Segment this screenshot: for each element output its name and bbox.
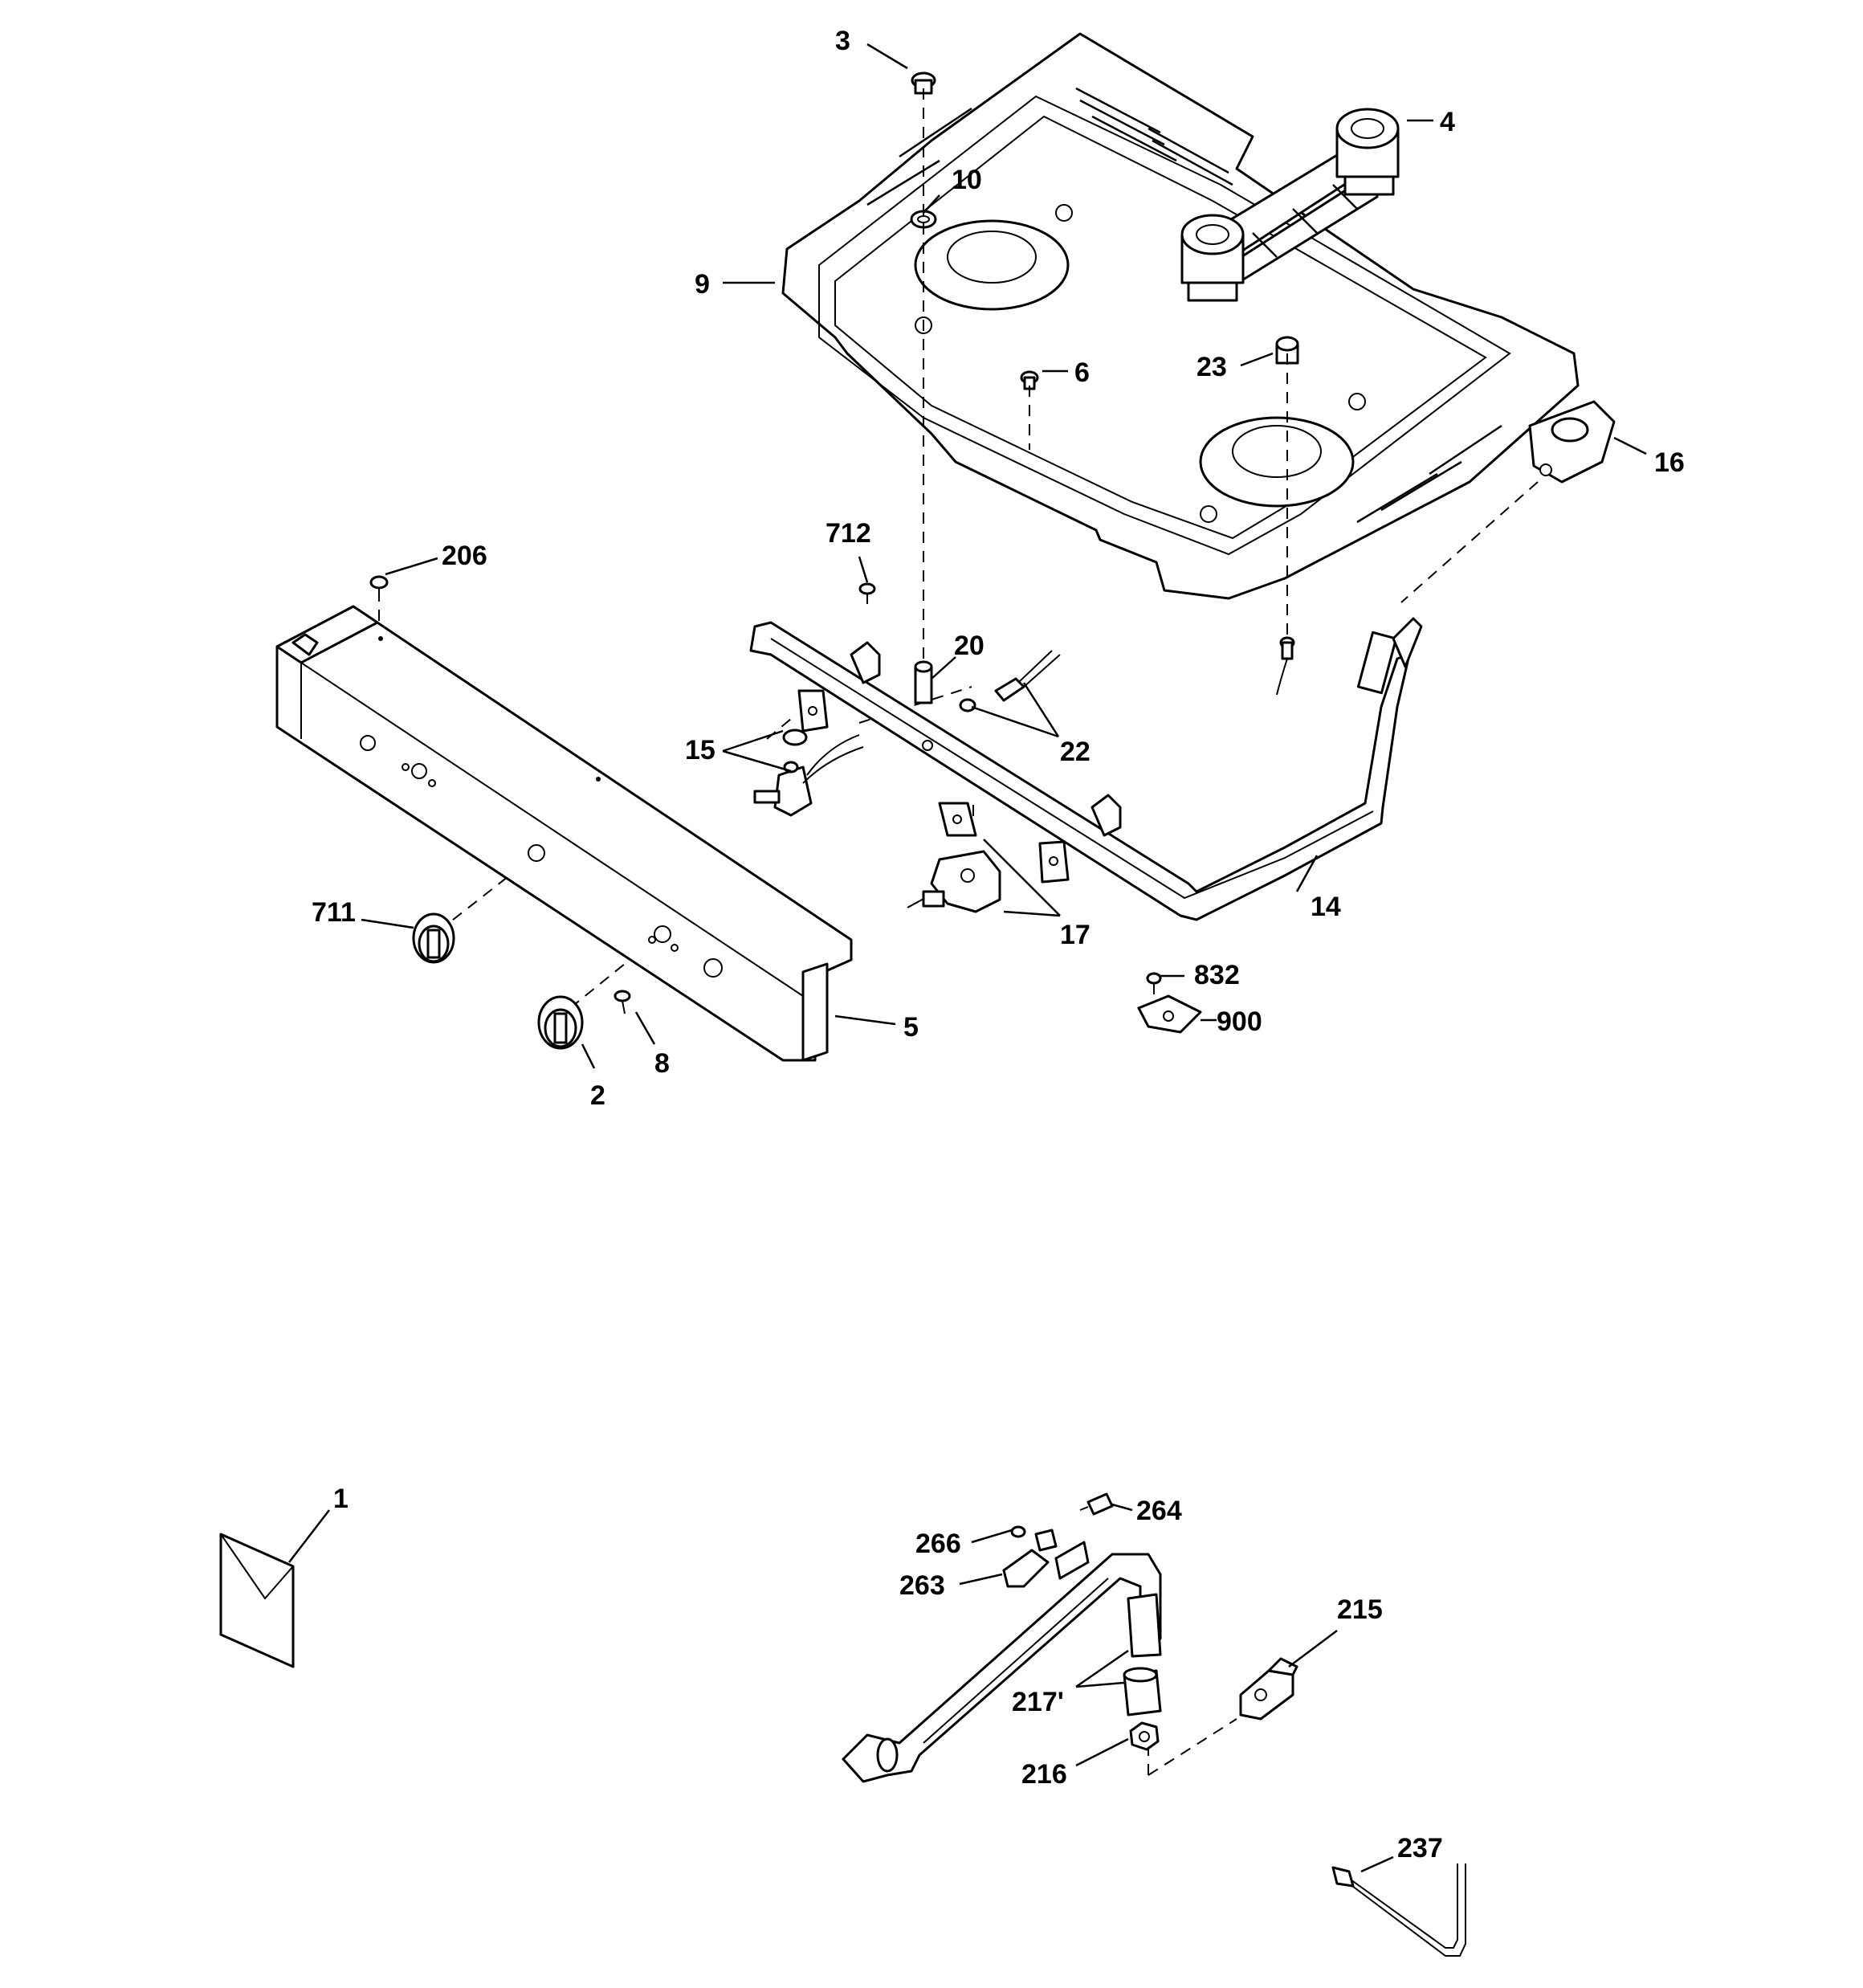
burner-pad-right bbox=[1199, 416, 1355, 508]
screw-3 bbox=[911, 71, 936, 95]
callout-4: 4 bbox=[1440, 107, 1455, 137]
callout-215: 215 bbox=[1337, 1594, 1383, 1625]
center-lines bbox=[378, 88, 1539, 1776]
connector-264 bbox=[1079, 1492, 1114, 1516]
callout-712: 712 bbox=[826, 518, 871, 549]
tube-237 bbox=[1331, 1863, 1466, 1957]
screw-266 bbox=[1010, 1525, 1026, 1538]
callout-206: 206 bbox=[442, 541, 487, 571]
screw-206 bbox=[369, 575, 389, 598]
knob-2 bbox=[537, 995, 584, 1050]
callout-711: 711 bbox=[312, 897, 356, 928]
callout-217: 217' bbox=[1012, 1687, 1064, 1717]
bracket-right bbox=[1038, 840, 1070, 884]
callout-263: 263 bbox=[899, 1570, 945, 1601]
callout-1: 1 bbox=[333, 1484, 349, 1514]
callout-22: 22 bbox=[1060, 737, 1090, 767]
callout-2: 2 bbox=[590, 1080, 605, 1111]
callouts: 3 4 10 9 6 23 16 712 206 20 15 22 17 14 … bbox=[312, 26, 1685, 1863]
callout-9: 9 bbox=[695, 269, 710, 300]
nut-216 bbox=[1129, 1721, 1160, 1751]
burner-pad-left bbox=[914, 219, 1070, 311]
callout-14: 14 bbox=[1311, 892, 1341, 922]
ignitor-263 bbox=[1002, 1529, 1058, 1588]
fitting-left-pan bbox=[1276, 636, 1295, 696]
manifold-14 bbox=[749, 617, 1423, 921]
callout-16: 16 bbox=[1654, 447, 1685, 478]
callout-264: 264 bbox=[1136, 1496, 1182, 1526]
callout-23: 23 bbox=[1196, 352, 1227, 382]
screw-8 bbox=[614, 990, 631, 1014]
callout-237: 237 bbox=[1397, 1833, 1443, 1863]
bracket-left bbox=[797, 689, 829, 733]
clip-900 bbox=[1137, 994, 1202, 1034]
screw-712 bbox=[858, 582, 876, 604]
callout-216: 216 bbox=[1021, 1759, 1067, 1790]
callout-17: 17 bbox=[1060, 920, 1090, 950]
callout-266: 266 bbox=[915, 1529, 961, 1559]
callout-832: 832 bbox=[1194, 960, 1240, 990]
valve-17 bbox=[907, 850, 1001, 913]
leader-lines bbox=[288, 43, 1647, 1873]
screw-832 bbox=[1146, 972, 1162, 994]
callout-20: 20 bbox=[954, 631, 984, 661]
oven-burner-217 bbox=[842, 1541, 1162, 1783]
knob-711 bbox=[412, 912, 455, 964]
callout-3: 3 bbox=[835, 26, 850, 56]
burner-box-pan bbox=[781, 32, 1580, 600]
callout-10: 10 bbox=[952, 165, 982, 195]
burner-assembly bbox=[1180, 108, 1400, 302]
bracket-215 bbox=[1239, 1657, 1298, 1721]
literature-envelope-1 bbox=[219, 1533, 295, 1668]
control-panel-5 bbox=[275, 605, 853, 1062]
bracket-17-top bbox=[938, 802, 977, 837]
callout-8: 8 bbox=[654, 1048, 670, 1079]
bracket-16 bbox=[1528, 400, 1616, 484]
mixer-217-lower bbox=[1123, 1667, 1162, 1717]
screw-6 bbox=[1020, 370, 1039, 390]
electrode-22 bbox=[959, 650, 1061, 712]
callout-900: 900 bbox=[1217, 1006, 1262, 1037]
valve-15 bbox=[753, 729, 864, 817]
callout-15: 15 bbox=[685, 735, 715, 765]
callout-6: 6 bbox=[1074, 357, 1090, 388]
orifice-holder-20 bbox=[914, 660, 933, 704]
callout-5: 5 bbox=[903, 1012, 919, 1043]
